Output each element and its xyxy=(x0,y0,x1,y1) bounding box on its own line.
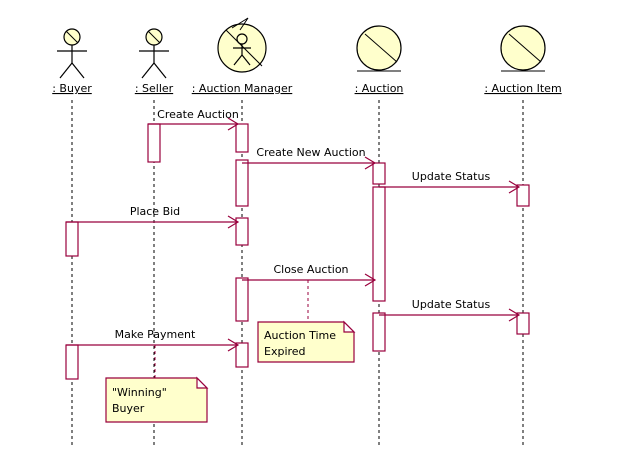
message-label-create-new-auction: Create New Auction xyxy=(256,146,365,159)
participant-label-seller: : Seller xyxy=(135,82,174,95)
activation-bar-auction-manager-5 xyxy=(235,342,249,368)
activation-bar-auction-3 xyxy=(372,312,386,352)
message-label-create-auction: Create Auction xyxy=(157,108,239,121)
actor-in-circle-icon-auction-manager[interactable] xyxy=(217,17,267,73)
note-line-1: "Winning" xyxy=(112,386,167,399)
activation-bar-auction-item-2 xyxy=(516,312,530,335)
message-label-close-auction: Close Auction xyxy=(273,263,348,276)
activation-bar-auction-manager-2 xyxy=(235,159,249,207)
note-line-2: Buyer xyxy=(112,402,145,415)
message-update-status-1[interactable]: Update Status xyxy=(379,170,521,194)
note-line-1: Auction Time xyxy=(264,329,336,342)
message-create-new-auction[interactable]: Create New Auction xyxy=(242,146,377,170)
activation-bars-group xyxy=(65,123,530,380)
activation-bar-auction-item-1 xyxy=(516,184,530,207)
note-line-2: Expired xyxy=(264,345,306,358)
message-label-make-payment: Make Payment xyxy=(115,328,196,341)
participant-label-buyer: : Buyer xyxy=(52,82,92,95)
message-create-auction[interactable]: Create Auction xyxy=(148,108,240,131)
message-place-bid[interactable]: Place Bid xyxy=(66,205,240,229)
participant-label-auction-manager: : Auction Manager xyxy=(192,82,293,95)
entity-circle-icon-auction[interactable] xyxy=(356,25,402,72)
message-update-status-2[interactable]: Update Status xyxy=(379,298,521,322)
participant-label-auction-item: : Auction Item xyxy=(484,82,561,95)
activation-bar-auction-manager-4 xyxy=(235,277,249,322)
participant-label-auction: : Auction xyxy=(355,82,404,95)
activation-bar-seller-1 xyxy=(147,123,161,163)
activation-bar-auction-manager-1 xyxy=(235,123,249,153)
activation-bar-auction-2 xyxy=(372,186,386,302)
actor-stick-figure-icon-seller[interactable] xyxy=(139,28,169,79)
message-label-update-status-2: Update Status xyxy=(412,298,491,311)
note-winning-buyer[interactable]: "Winning" Buyer xyxy=(105,345,209,423)
activation-bar-auction-1 xyxy=(372,162,386,185)
actor-stick-figure-icon-buyer[interactable] xyxy=(57,28,87,79)
participant-labels-group: : Buyer : Seller : Auction Manager : Auc… xyxy=(52,82,561,95)
message-label-update-status-1: Update Status xyxy=(412,170,491,183)
activation-bar-buyer-1 xyxy=(65,221,79,257)
message-make-payment[interactable]: Make Payment xyxy=(66,328,240,352)
entity-circle-icon-auction-item[interactable] xyxy=(500,25,546,72)
activation-bar-buyer-2 xyxy=(65,344,79,380)
note-auction-time-expired[interactable]: Auction Time Expired xyxy=(257,280,356,363)
message-label-place-bid: Place Bid xyxy=(130,205,180,218)
activation-bar-auction-manager-3 xyxy=(235,217,249,246)
